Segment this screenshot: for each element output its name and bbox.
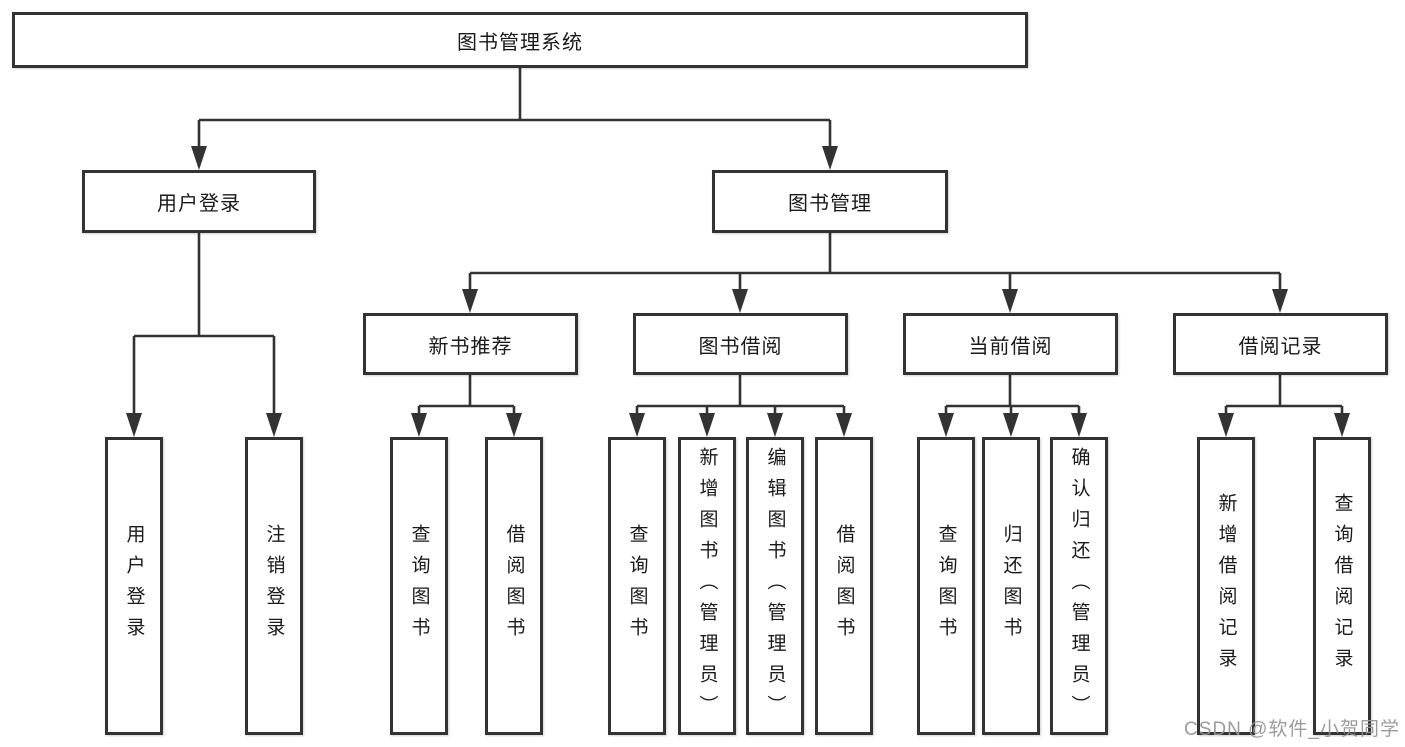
connector-paths (132, 68, 1344, 415)
node-label: 新增图书（管理员） (696, 446, 718, 726)
node-label: 图书管理 (788, 193, 872, 215)
node-label: 借阅记录 (1238, 335, 1323, 358)
node-label: 借阅图书 (503, 524, 525, 648)
csdn-watermark: CSDN @软件_小贺同学 (1184, 719, 1400, 740)
node-leaf-query-book-2: 查询图书 (608, 437, 666, 735)
node-new-book-recommend: 新书推荐 (363, 313, 578, 375)
node-label: 注销登录 (263, 524, 285, 648)
node-label: 用户登录 (123, 524, 145, 648)
node-label: 确认归还（管理员） (1068, 446, 1090, 726)
node-leaf-query-book-1: 查询图书 (390, 437, 448, 735)
node-leaf-add-borrow-record: 新增借阅记录 (1197, 437, 1255, 735)
node-label: 查询图书 (935, 524, 957, 648)
node-label: 图书借阅 (698, 335, 783, 358)
node-book-borrow: 图书借阅 (633, 313, 848, 375)
node-leaf-logout: 注销登录 (245, 437, 303, 735)
node-leaf-edit-book-admin: 编辑图书（管理员） (746, 437, 804, 735)
node-leaf-borrow-book-1: 借阅图书 (485, 437, 543, 735)
node-leaf-query-borrow-record: 查询借阅记录 (1313, 437, 1371, 735)
node-label: 查询借阅记录 (1331, 493, 1353, 679)
node-root-library-system: 图书管理系统 (12, 12, 1028, 68)
node-leaf-login: 用户登录 (105, 437, 163, 735)
node-user-login: 用户登录 (82, 170, 316, 233)
node-label: 新书推荐 (428, 335, 513, 358)
node-label: 新增借阅记录 (1215, 493, 1237, 679)
node-leaf-borrow-book-2: 借阅图书 (815, 437, 873, 735)
arrowheads (126, 146, 1350, 437)
node-leaf-add-book-admin: 新增图书（管理员） (678, 437, 736, 735)
node-label: 编辑图书（管理员） (764, 446, 786, 726)
node-label: 查询图书 (626, 524, 648, 648)
node-leaf-return-book: 归还图书 (982, 437, 1040, 735)
node-current-borrow: 当前借阅 (903, 313, 1118, 375)
node-label: 用户登录 (157, 193, 241, 215)
node-label: 查询图书 (408, 524, 430, 648)
node-leaf-query-book-3: 查询图书 (917, 437, 975, 735)
node-book-management: 图书管理 (712, 170, 948, 233)
node-leaf-confirm-return-admin: 确认归还（管理员） (1050, 437, 1108, 735)
node-label: 当前借阅 (968, 335, 1053, 358)
node-label: 图书管理系统 (457, 31, 583, 54)
node-label: 归还图书 (1000, 524, 1022, 648)
node-label: 借阅图书 (833, 524, 855, 648)
node-borrow-record: 借阅记录 (1173, 313, 1388, 375)
